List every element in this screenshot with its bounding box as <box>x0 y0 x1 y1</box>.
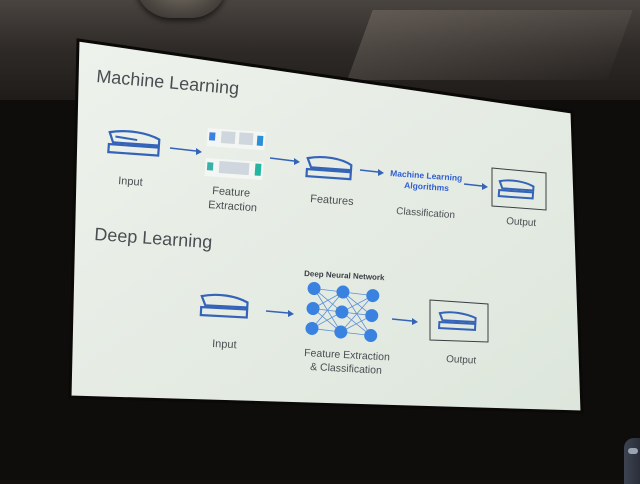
arrow-icon <box>269 157 300 165</box>
dl-input-label: Input <box>212 338 237 351</box>
stapler-icon <box>305 155 353 181</box>
stapler-icon <box>107 130 161 157</box>
ceiling-lamp <box>135 0 227 18</box>
ml-features-label: Features <box>310 193 355 208</box>
audience-head <box>624 438 640 484</box>
stapler-icon <box>199 293 249 319</box>
network-nodes <box>305 282 380 343</box>
ml-feature-label-1: Feature <box>212 185 251 200</box>
ml-feature-label-2: Extraction <box>208 199 258 214</box>
slide-surface <box>68 38 584 414</box>
dl-feature-label-1: Feature Extraction <box>304 347 390 363</box>
arrow-icon <box>265 310 294 317</box>
dl-feature-label-2: & Classification <box>310 361 382 377</box>
dl-output-label: Output <box>446 354 477 367</box>
output-box <box>491 167 547 211</box>
ml-classification-label: Classification <box>396 206 456 221</box>
arrow-icon <box>463 183 488 190</box>
output-box <box>429 299 489 343</box>
stapler-icon <box>497 179 535 200</box>
stapler-icon <box>438 311 477 332</box>
ml-algorithms-line-2: Algorithms <box>404 180 450 193</box>
ml-output-label: Output <box>506 216 537 229</box>
arrow-icon <box>169 147 202 155</box>
ml-input-label: Input <box>118 175 143 189</box>
arrow-icon <box>359 169 384 176</box>
arrow-icon <box>391 318 418 325</box>
feature-extraction-thumbnail <box>204 128 266 181</box>
neural-network-diagram <box>305 282 380 343</box>
dnn-title: Deep Neural Network <box>304 269 385 282</box>
